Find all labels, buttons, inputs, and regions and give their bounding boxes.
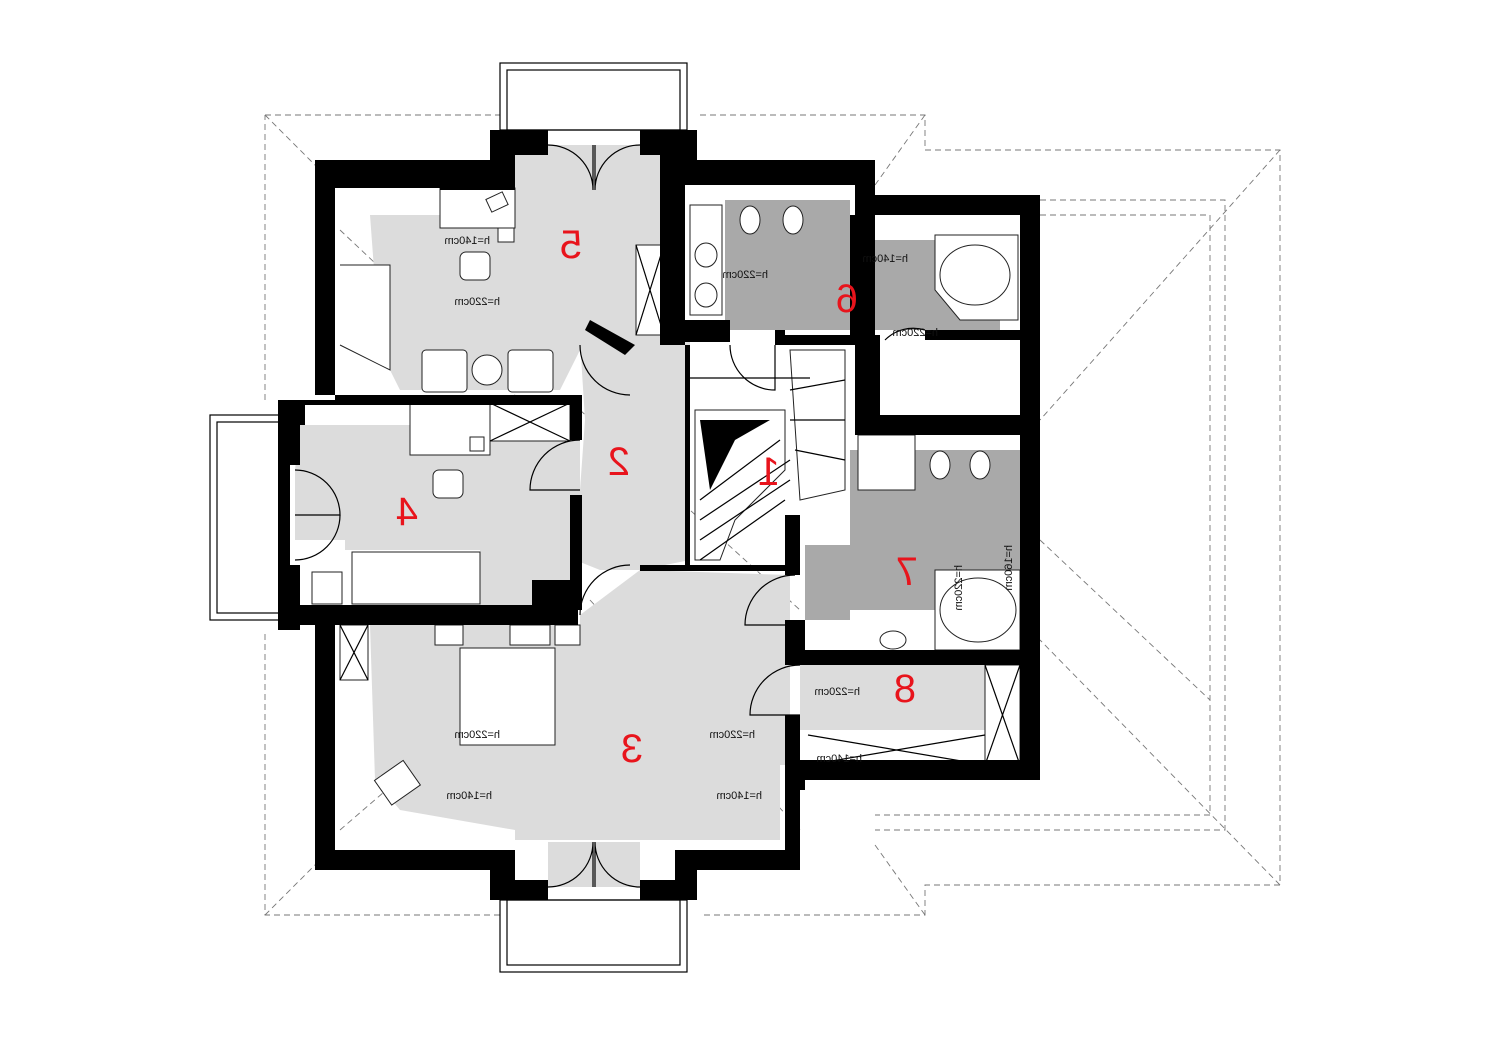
room-number-1: 1 [758,450,780,494]
dimension-labels: h=140cm h=220cm h=220cm h=140cm h=220cm … [444,235,1015,802]
dim-room5-h220: h=220cm [454,296,500,308]
room-number-6: 6 [836,277,858,321]
room-number-4: 4 [396,490,418,534]
dim-room6-h220: h=220cm [892,327,938,339]
room-number-2: 2 [608,440,630,484]
dim-room3-h220: h=220cm [709,729,755,741]
dim-room3-left-h140: h=140cm [446,790,492,802]
dim-room7-h160: h=160cm [1003,545,1015,591]
dim-room7-h220: h=220cm [953,565,965,611]
room-number-5: 5 [560,223,582,267]
dim-room8-h220: h=220cm [814,686,860,698]
furniture [311,187,1021,806]
dim-room8-h140: h=140cm [816,753,862,765]
dim-room3-bed-h220: h=220cm [454,729,500,741]
dim-bath-h220: h=220cm [722,269,768,281]
dim-room5-h140: h=140cm [444,235,490,247]
dim-room3-right-h140: h=140cm [716,790,762,802]
dim-room6-h140: h=140cm [862,253,908,265]
door-swings [294,144,926,888]
room-numbers: 1 2 3 4 5 6 7 8 [396,223,918,771]
room-number-7: 7 [896,550,918,594]
room-number-3: 3 [621,727,643,771]
room-number-8: 8 [894,667,916,711]
walls [278,130,1040,900]
